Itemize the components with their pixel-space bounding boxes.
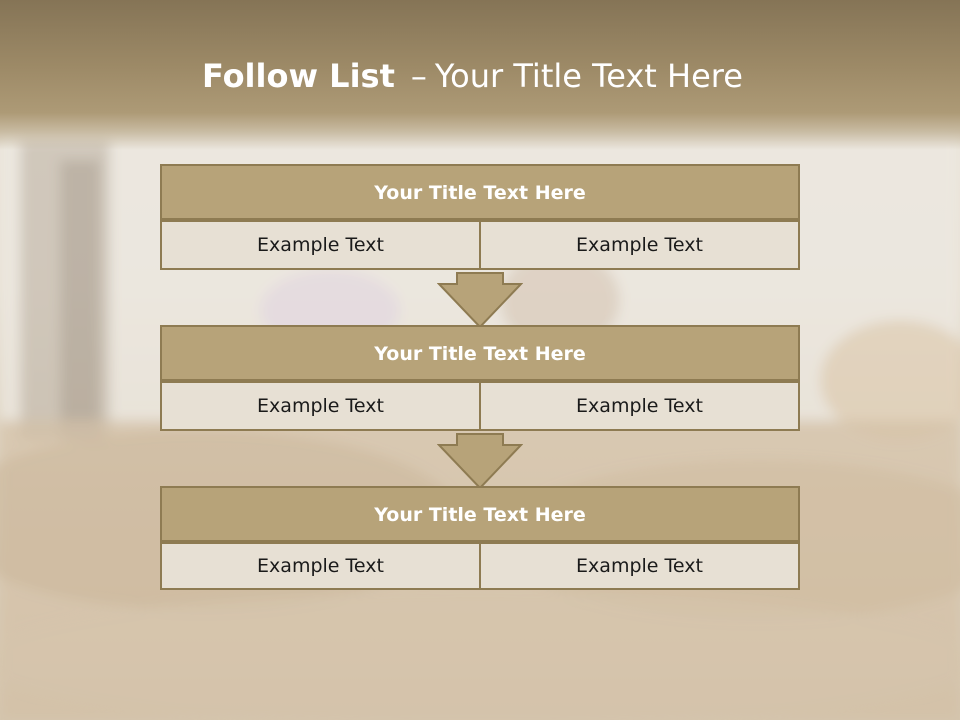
slide-title: Follow List–Your Title Text Here	[202, 56, 743, 96]
slide-title-rest: Your Title Text Here	[434, 57, 743, 95]
slide-title-separator: –	[410, 57, 427, 95]
step-cell-right: Example Text	[479, 381, 800, 431]
step-cell-right: Example Text	[479, 220, 800, 270]
step-cell-left: Example Text	[160, 381, 481, 431]
slide-title-bold: Follow List	[202, 57, 395, 95]
step-cell-right: Example Text	[479, 542, 800, 590]
step-cell-left: Example Text	[160, 542, 481, 590]
step-title: Your Title Text Here	[160, 325, 800, 381]
header-band	[0, 0, 960, 150]
step-title: Your Title Text Here	[160, 164, 800, 220]
down-arrow-icon	[437, 433, 523, 489]
step-title: Your Title Text Here	[160, 486, 800, 542]
down-arrow-icon	[437, 272, 523, 328]
step-cell-left: Example Text	[160, 220, 481, 270]
